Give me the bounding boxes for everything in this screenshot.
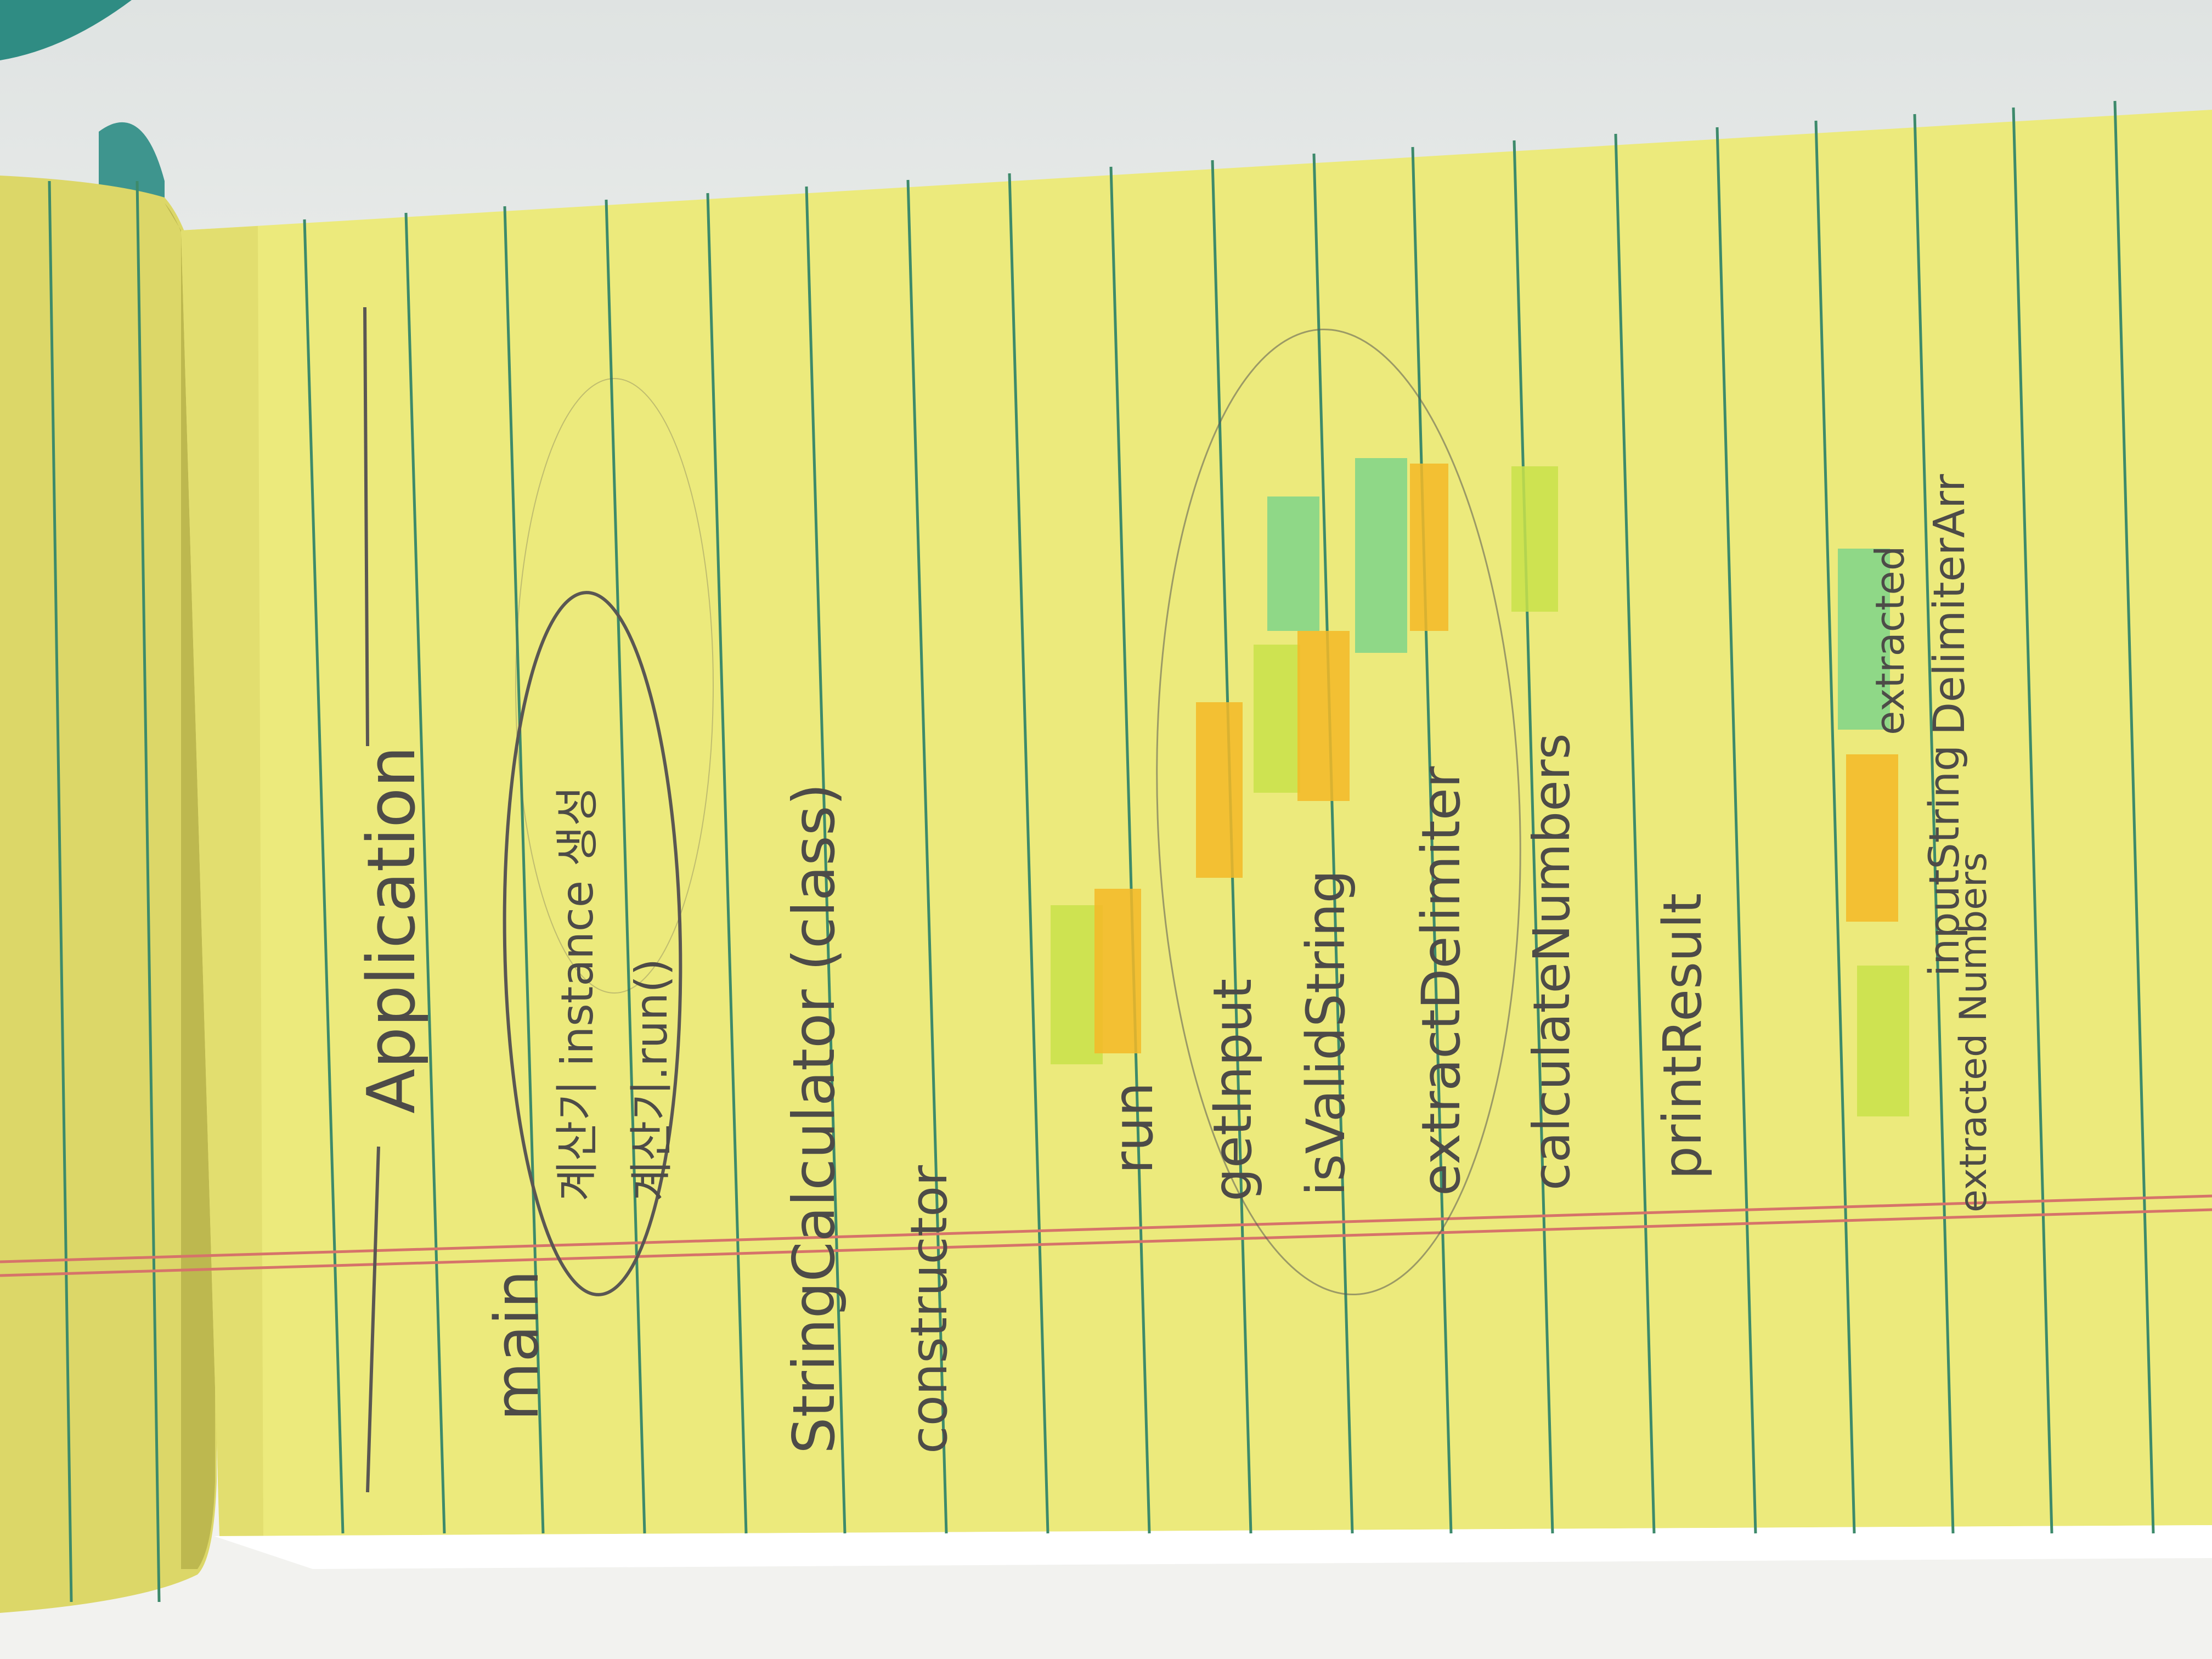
teal-object	[0, 0, 132, 60]
handwritten-notes: Application main 계산기 instance 생성 계산기.run…	[354, 473, 1995, 1454]
faint-circle	[515, 378, 714, 994]
rule-line	[1312, 153, 1354, 1534]
highlighter-swatch	[1410, 464, 1448, 631]
ruled-lines	[48, 100, 2155, 1602]
highlighter-swatch	[1051, 905, 1103, 1064]
rule-line	[1814, 120, 1856, 1534]
under-sheet	[214, 1525, 2212, 1569]
highlighter-swatch	[1267, 496, 1319, 631]
margin-line	[0, 1194, 2212, 1263]
method-printresult: printResult	[1652, 893, 1713, 1180]
rule-line	[48, 180, 73, 1602]
highlighter-swatch	[1857, 966, 1909, 1116]
margin-lines	[0, 1194, 2212, 1277]
sheet-shade	[181, 226, 263, 1536]
method-getinput: getInput	[1202, 979, 1263, 1201]
rule-line	[2113, 100, 2155, 1534]
rule-line	[605, 199, 646, 1534]
highlighter-marks	[1051, 458, 1909, 1116]
pencil-marks	[363, 307, 1521, 1493]
main-label: main	[482, 1270, 552, 1421]
title-rule-bottom	[363, 307, 369, 747]
rule-line	[303, 219, 345, 1534]
rule-line	[706, 193, 748, 1534]
rule-line	[1716, 127, 1757, 1534]
highlighter-swatch	[1846, 754, 1898, 922]
rule-line	[1008, 173, 1049, 1534]
method-calculatenumbers: calculateNumbers	[1522, 733, 1581, 1190]
constructor-label: constructor	[900, 1165, 958, 1454]
highlighter-swatch	[1254, 645, 1300, 793]
method-run: run	[1101, 1082, 1165, 1174]
teal-object-2	[99, 122, 165, 198]
var-extracted-top: extracted	[1867, 546, 1913, 735]
rule-line	[906, 179, 948, 1534]
rule-line	[1614, 133, 1656, 1534]
main-step-1: 계산기 instance 생성	[552, 786, 603, 1201]
main-step-2: 계산기.run()	[626, 958, 677, 1201]
main-circle	[503, 591, 682, 1296]
var-delimiter-arr: DelimiterArr	[1925, 473, 1974, 735]
rule-line	[1913, 114, 1955, 1534]
rule-line	[1513, 140, 1554, 1534]
var-input-string: inputString	[1920, 745, 1968, 977]
class-label: StringCalculator (class)	[781, 783, 848, 1454]
highlighter-swatch	[1511, 466, 1558, 612]
margin-line	[0, 1208, 2212, 1277]
methods-circle	[1156, 328, 1521, 1296]
title-rule-top	[366, 1146, 380, 1493]
rule-line	[136, 180, 161, 1602]
highlighter-swatch	[1196, 702, 1243, 878]
method-extractdelimiter: extractDelimiter	[1410, 766, 1472, 1196]
highlighter-swatch	[1355, 458, 1407, 653]
rule-line	[404, 212, 446, 1534]
rule-line	[805, 186, 847, 1534]
rule-line	[1109, 166, 1151, 1534]
highlighter-swatch	[1838, 549, 1890, 730]
rule-line	[1411, 146, 1453, 1534]
highlighter-swatch	[1297, 631, 1350, 801]
title-text: Application	[354, 746, 430, 1114]
var-extracted-numbers: extracted Numbers	[1952, 853, 1995, 1212]
highlighter-swatch	[1094, 889, 1141, 1053]
method-isvalidstring: isValidString	[1295, 870, 1357, 1196]
rule-line	[2012, 107, 2053, 1534]
rule-line	[503, 206, 545, 1534]
